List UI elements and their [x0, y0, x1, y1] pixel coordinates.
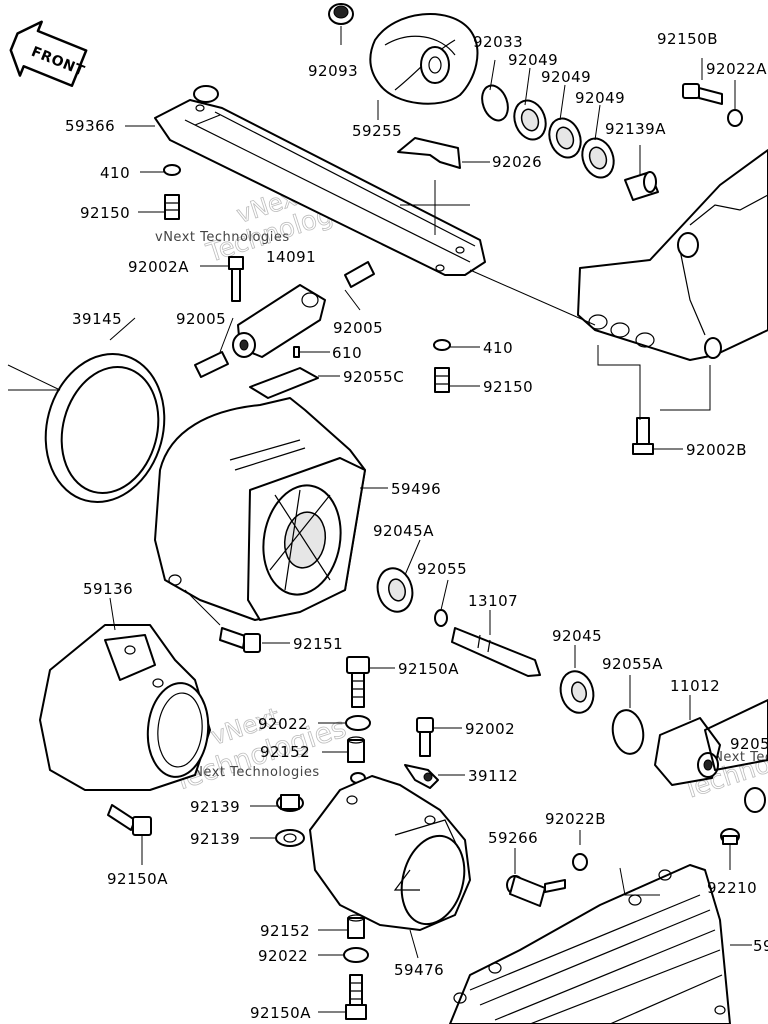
bolt-92002A-drawing — [228, 256, 244, 302]
shaft-13107-drawing — [451, 627, 541, 677]
bracket-92026-drawing — [397, 137, 461, 169]
callout-label: 92055A — [602, 655, 663, 673]
bearing-stack-drawing — [481, 84, 615, 179]
callout-label: 92002A — [128, 258, 189, 276]
callout-label: 92151 — [293, 635, 343, 653]
callout-label: 92022 — [258, 947, 308, 965]
cap-92093-drawing — [328, 3, 354, 25]
o-ring-92055A-drawing — [611, 709, 645, 755]
callout-label: 92055C — [343, 368, 404, 386]
callout-label: 39112 — [468, 767, 518, 785]
bolt-92150B-drawing — [682, 83, 743, 127]
callout-label: 92022A — [706, 60, 767, 78]
ride-plate-59366-drawing — [154, 85, 486, 276]
bolt-92002B-drawing — [632, 417, 654, 455]
cover-14091-drawing — [232, 284, 326, 358]
callout-label: 92150A — [107, 870, 168, 888]
fitting-92005-drawing — [194, 261, 375, 378]
callout-label: 59255 — [352, 122, 402, 140]
callout-label: 92150A — [250, 1004, 311, 1022]
callout-label: 92152 — [260, 922, 310, 940]
pump-body-59496-drawing — [154, 397, 366, 621]
nozzle-housing-right-drawing — [577, 149, 768, 361]
bushing-92139A-drawing — [624, 171, 659, 201]
lower-fastener-stack-drawing — [343, 914, 369, 1020]
callout-label: 92049 — [575, 89, 625, 107]
clip-39112-drawing — [404, 764, 439, 789]
callout-label: 92150 — [80, 204, 130, 222]
callout-label: 92045 — [552, 627, 602, 645]
watermark-inline-text: vNext Technologies — [185, 765, 320, 780]
pin-610-drawing — [293, 346, 300, 358]
ring-39145-drawing — [44, 353, 166, 503]
callout-label: 92026 — [492, 153, 542, 171]
callout-label: 92049 — [541, 68, 591, 86]
o-ring-92055-drawing — [434, 609, 448, 627]
callout-label: 92005 — [176, 310, 226, 328]
callout-label: 92139 — [190, 830, 240, 848]
callout-label: 92139 — [190, 798, 240, 816]
callout-label: 410 — [483, 339, 513, 357]
callout-label: 59476 — [394, 961, 444, 979]
callout-label: 92022 — [258, 715, 308, 733]
callout-label: 92152 — [260, 743, 310, 761]
watermark-inline-text: vNext Technologies — [155, 230, 290, 245]
bolt-92002-drawing — [416, 717, 434, 757]
gasket-92055C-drawing — [249, 367, 319, 399]
callout-label: 59496 — [391, 480, 441, 498]
callout-label: 92049 — [508, 51, 558, 69]
callout-label: 92002 — [465, 720, 515, 738]
bearing-92045A-drawing — [376, 567, 414, 613]
callout-label: 59366 — [65, 117, 115, 135]
watermark-inline-text: vNext Technologies — [705, 750, 768, 765]
callout-label: 92033 — [473, 33, 523, 51]
callout-label: 59266 — [488, 829, 538, 847]
center-fastener-stack-drawing — [345, 656, 371, 784]
bushing-92139-drawing — [275, 794, 305, 847]
bolt-92150A-left-drawing — [107, 804, 152, 836]
callout-label: 39145 — [72, 310, 122, 328]
callout-label: 92150B — [657, 30, 718, 48]
plug-92210-drawing — [720, 828, 740, 845]
callout-label: 92022B — [545, 810, 606, 828]
callout-label: 92002B — [686, 441, 747, 459]
partial-part-right-drawing — [704, 699, 768, 813]
front-direction-badge: FRONT — [9, 20, 88, 87]
callout-label: 92150A — [398, 660, 459, 678]
washer-bolt-top-drawing — [163, 164, 451, 393]
pump-cover-bottom-drawing — [449, 864, 731, 1024]
fitting-59266-drawing — [506, 875, 566, 907]
callout-label: 92045A — [373, 522, 434, 540]
callout-labels: 92093 92033 92049 92049 92049 92150B 920… — [65, 30, 768, 1022]
callout-label: 9205 — [730, 735, 768, 753]
callout-label: 13107 — [468, 592, 518, 610]
nozzle-59136-drawing — [39, 624, 211, 791]
callout-label: 11012 — [670, 677, 720, 695]
callout-label: 59 — [753, 937, 768, 955]
callout-label: 92055 — [417, 560, 467, 578]
callout-label: 92150 — [483, 378, 533, 396]
washer-92022B-drawing — [572, 853, 588, 871]
callout-label: 410 — [100, 164, 130, 182]
bearing-92045-drawing — [559, 670, 595, 714]
callout-label: 59136 — [83, 580, 133, 598]
bolt-92151-drawing — [219, 627, 261, 653]
callout-label: 92093 — [308, 62, 358, 80]
steering-nozzle-59476-drawing — [309, 775, 471, 931]
callout-label: 92005 — [333, 319, 383, 337]
callout-label: 92210 — [707, 879, 757, 897]
callout-label: 92139A — [605, 120, 666, 138]
leader-lines — [7, 26, 752, 1013]
impeller-59255-drawing — [369, 13, 479, 105]
callout-label: 610 — [332, 344, 362, 362]
callout-label: 14091 — [266, 248, 316, 266]
